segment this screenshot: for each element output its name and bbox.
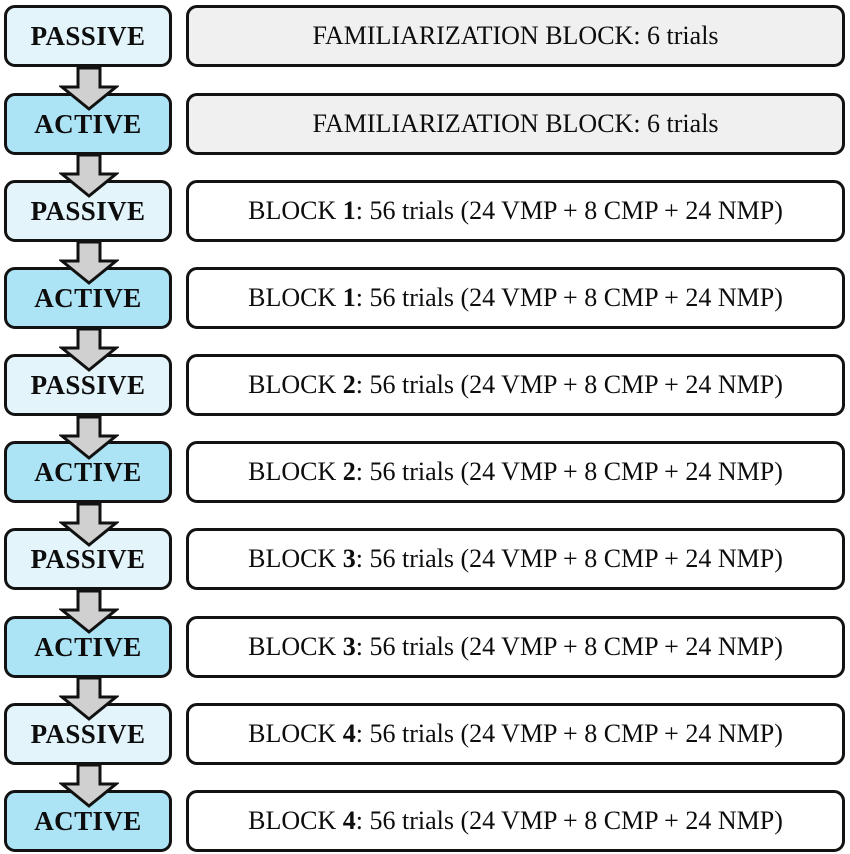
description-lead: BLOCK (248, 544, 343, 573)
description-text: BLOCK 3: 56 trials (24 VMP + 8 CMP + 24 … (248, 632, 783, 662)
condition-label: ACTIVE (34, 456, 142, 487)
description-detail: : 56 trials (24 VMP + 8 CMP + 24 NMP) (355, 544, 783, 573)
down-block-arrow-icon (59, 590, 119, 634)
down-block-arrow-icon (59, 416, 119, 460)
down-block-arrow-icon (59, 241, 119, 285)
description-box-block: BLOCK 1: 56 trials (24 VMP + 8 CMP + 24 … (186, 267, 845, 329)
down-block-arrow-icon (59, 154, 119, 198)
description-lead: BLOCK (248, 719, 343, 748)
condition-label: ACTIVE (34, 108, 142, 139)
condition-label: PASSIVE (30, 20, 146, 51)
description-lead: BLOCK (248, 283, 343, 312)
description-detail: : 56 trials (24 VMP + 8 CMP + 24 NMP) (355, 457, 783, 486)
description-block-number: 4 (342, 806, 356, 835)
condition-label: ACTIVE (34, 805, 142, 836)
description-block-number: 1 (342, 283, 356, 312)
description-text: FAMILIARIZATION BLOCK: 6 trials (312, 21, 718, 51)
description-lead: BLOCK (248, 632, 343, 661)
down-block-arrow-icon (59, 503, 119, 547)
description-text: BLOCK 4: 56 trials (24 VMP + 8 CMP + 24 … (248, 719, 783, 749)
description-box-block: BLOCK 3: 56 trials (24 VMP + 8 CMP + 24 … (186, 528, 845, 590)
description-detail: : 56 trials (24 VMP + 8 CMP + 24 NMP) (355, 806, 783, 835)
description-lead: FAMILIARIZATION BLOCK (312, 109, 634, 138)
condition-label: ACTIVE (34, 631, 142, 662)
description-lead: FAMILIARIZATION BLOCK (312, 21, 634, 50)
description-lead: BLOCK (248, 370, 343, 399)
description-text: FAMILIARIZATION BLOCK: 6 trials (312, 109, 718, 139)
condition-label: ACTIVE (34, 282, 142, 313)
down-block-arrow-icon (59, 328, 119, 372)
down-block-arrow-icon (59, 67, 119, 111)
description-detail: : 6 trials (633, 109, 719, 138)
description-box-block: BLOCK 4: 56 trials (24 VMP + 8 CMP + 24 … (186, 703, 845, 765)
description-box-familiarization: FAMILIARIZATION BLOCK: 6 trials (186, 93, 845, 155)
description-text: BLOCK 1: 56 trials (24 VMP + 8 CMP + 24 … (248, 283, 783, 313)
description-text: BLOCK 2: 56 trials (24 VMP + 8 CMP + 24 … (248, 457, 783, 487)
description-box-block: BLOCK 2: 56 trials (24 VMP + 8 CMP + 24 … (186, 441, 845, 503)
description-detail: : 56 trials (24 VMP + 8 CMP + 24 NMP) (355, 632, 783, 661)
condition-box-active: ACTIVE (4, 267, 172, 329)
condition-label: PASSIVE (30, 369, 146, 400)
description-box-block: BLOCK 4: 56 trials (24 VMP + 8 CMP + 24 … (186, 790, 845, 852)
description-detail: : 56 trials (24 VMP + 8 CMP + 24 NMP) (355, 370, 783, 399)
description-lead: BLOCK (248, 806, 343, 835)
condition-box-passive: PASSIVE (4, 5, 172, 67)
description-box-block: BLOCK 3: 56 trials (24 VMP + 8 CMP + 24 … (186, 616, 845, 678)
description-text: BLOCK 4: 56 trials (24 VMP + 8 CMP + 24 … (248, 806, 783, 836)
description-detail: : 6 trials (633, 21, 719, 50)
description-block-number: 2 (342, 457, 356, 486)
description-block-number: 3 (342, 544, 356, 573)
description-text: BLOCK 2: 56 trials (24 VMP + 8 CMP + 24 … (248, 370, 783, 400)
description-text: BLOCK 3: 56 trials (24 VMP + 8 CMP + 24 … (248, 544, 783, 574)
description-detail: : 56 trials (24 VMP + 8 CMP + 24 NMP) (355, 196, 783, 225)
description-detail: : 56 trials (24 VMP + 8 CMP + 24 NMP) (355, 283, 783, 312)
description-block-number: 2 (342, 370, 356, 399)
condition-label: PASSIVE (30, 718, 146, 749)
description-block-number: 3 (342, 632, 356, 661)
description-text: BLOCK 1: 56 trials (24 VMP + 8 CMP + 24 … (248, 196, 783, 226)
down-block-arrow-icon (59, 764, 119, 808)
description-lead: BLOCK (248, 196, 343, 225)
description-box-block: BLOCK 2: 56 trials (24 VMP + 8 CMP + 24 … (186, 354, 845, 416)
condition-label: PASSIVE (30, 195, 146, 226)
description-lead: BLOCK (248, 457, 343, 486)
description-detail: : 56 trials (24 VMP + 8 CMP + 24 NMP) (355, 719, 783, 748)
description-block-number: 1 (342, 196, 356, 225)
description-box-block: BLOCK 1: 56 trials (24 VMP + 8 CMP + 24 … (186, 180, 845, 242)
down-block-arrow-icon (59, 677, 119, 721)
description-block-number: 4 (342, 719, 356, 748)
condition-label: PASSIVE (30, 543, 146, 574)
description-box-familiarization: FAMILIARIZATION BLOCK: 6 trials (186, 5, 845, 67)
